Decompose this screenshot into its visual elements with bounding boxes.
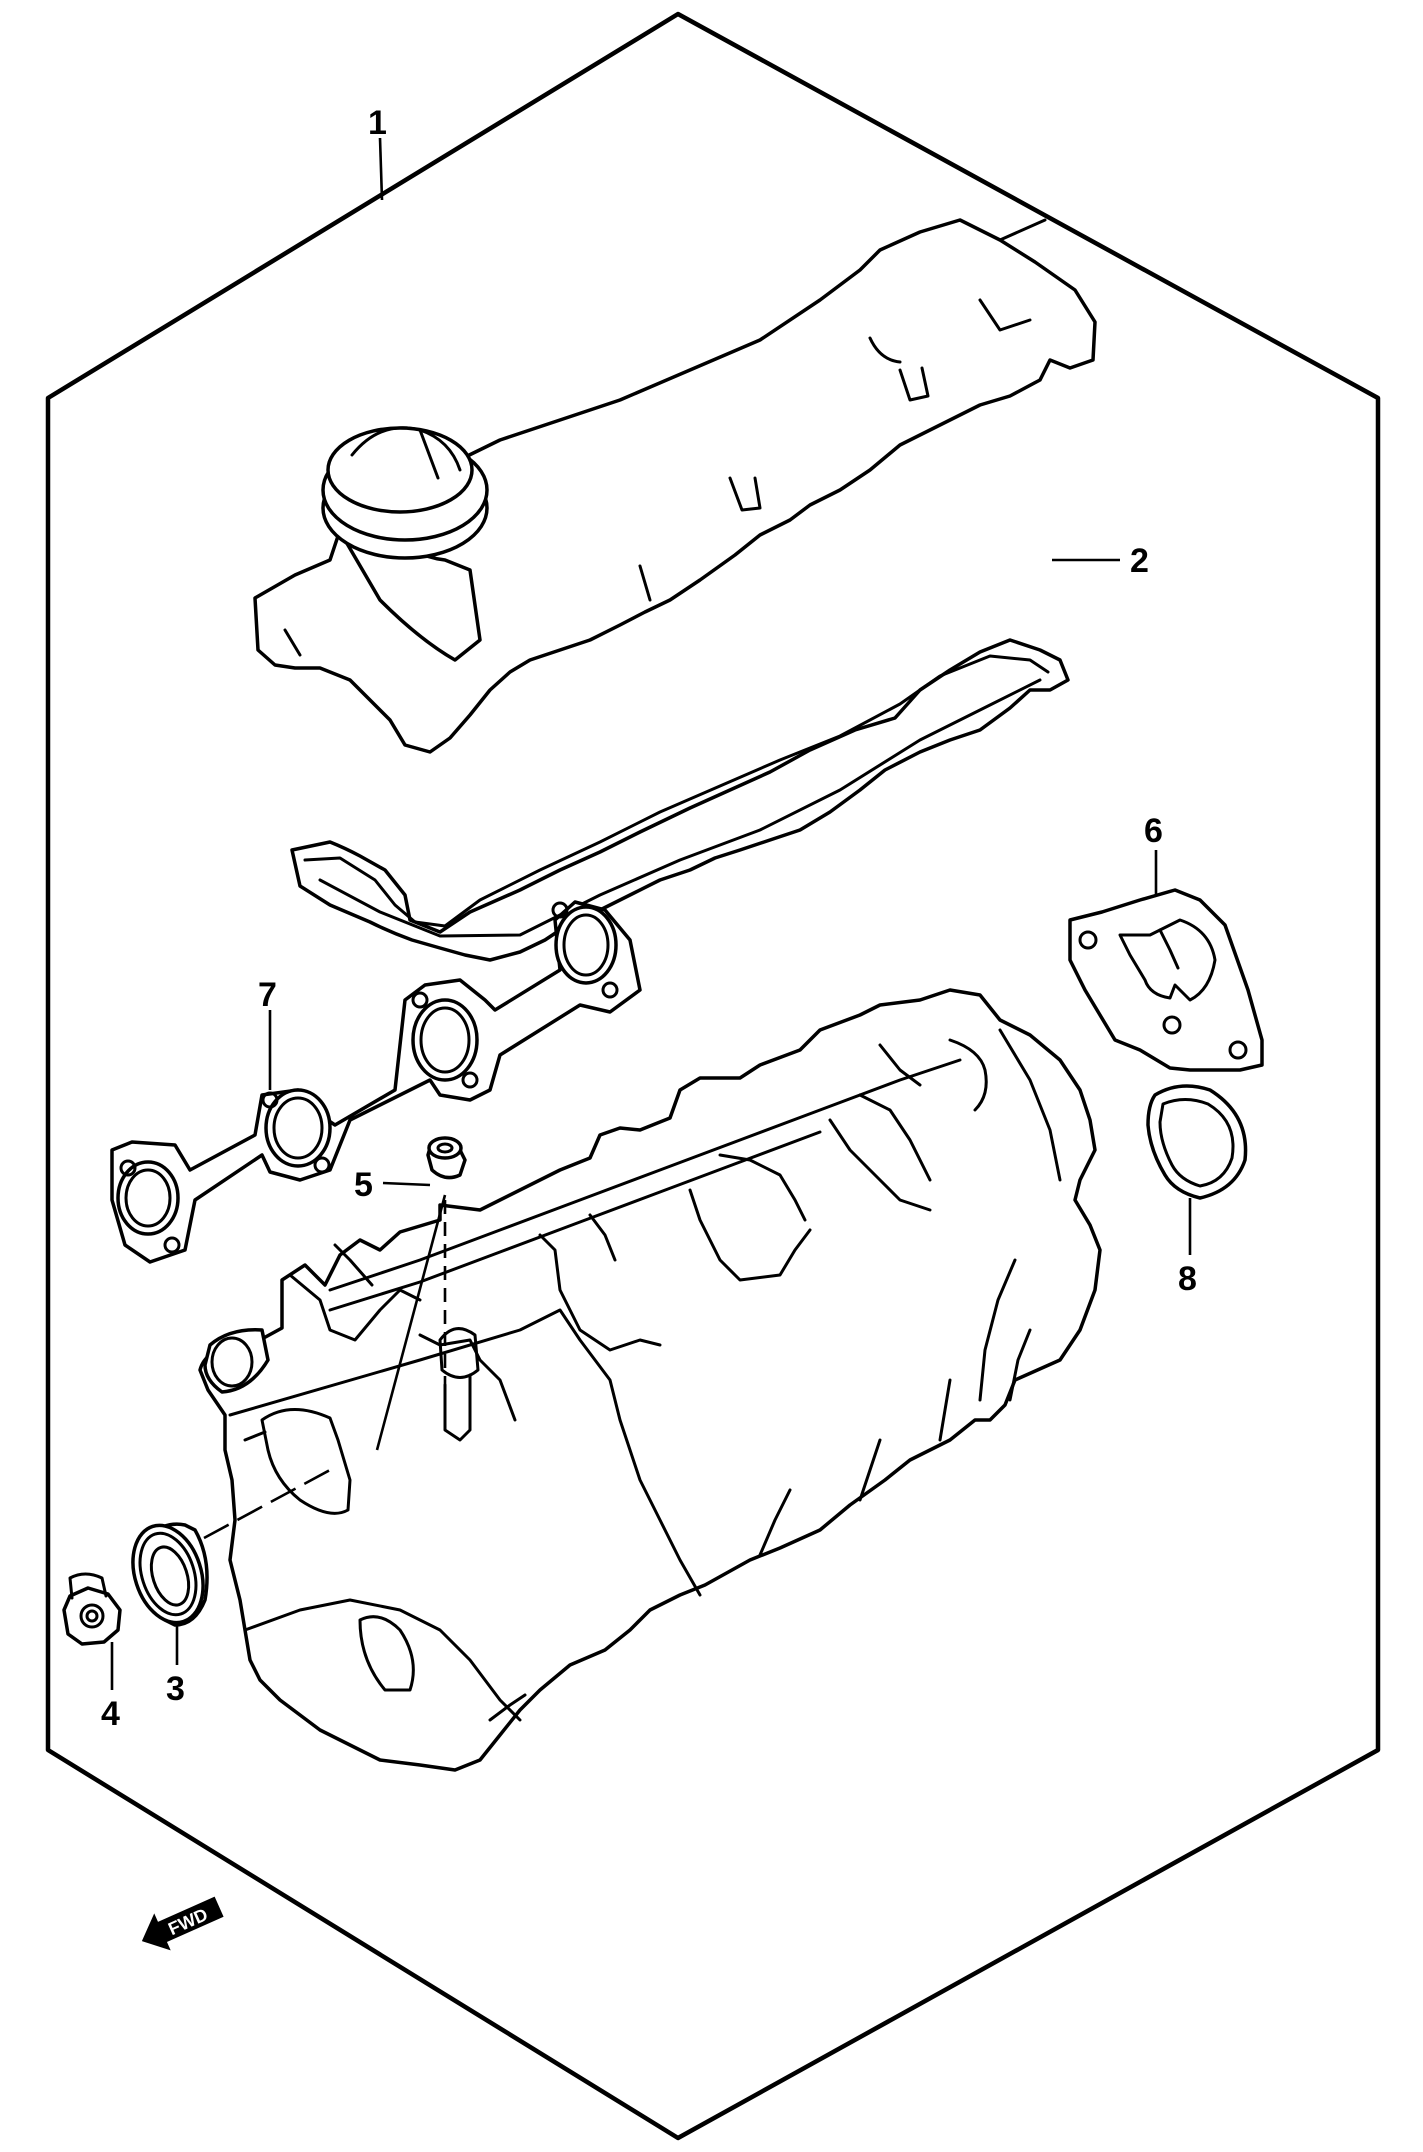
callout-8: 8 <box>1178 1198 1197 1298</box>
kit-boundary <box>45 11 1381 2141</box>
callout-4-label: 4 <box>101 1695 120 1733</box>
callout-3-label: 3 <box>166 1670 185 1708</box>
callout-5: 5 <box>354 1166 431 1204</box>
callout-7: 7 <box>258 976 277 1090</box>
o-ring <box>1146 1084 1248 1200</box>
callout-3: 3 <box>166 1624 185 1708</box>
callout-7-label: 7 <box>258 976 277 1014</box>
callout-1-label: 1 <box>368 104 387 142</box>
callout-5-label: 5 <box>354 1166 373 1204</box>
callout-4: 4 <box>101 1642 120 1733</box>
flange-nut <box>62 1572 122 1646</box>
callout-1: 1 <box>368 104 387 201</box>
callout-2-label: 2 <box>1130 542 1149 580</box>
valve-stem-seal <box>426 1136 467 1180</box>
cylinder-head <box>198 988 1102 1772</box>
exhaust-manifold-gasket <box>110 900 642 1264</box>
callout-6: 6 <box>1144 812 1163 895</box>
camshaft-oil-seal <box>131 1522 209 1627</box>
flange-gasket <box>1068 888 1264 1072</box>
callout-6-label: 6 <box>1144 812 1163 850</box>
assembly-lines <box>203 1194 447 1540</box>
callout-8-label: 8 <box>1178 1260 1197 1298</box>
fwd-arrow-badge: FWD <box>141 1896 224 1951</box>
cylinder-head-cover <box>253 218 1097 754</box>
head-cover-gasket <box>290 638 1070 962</box>
callout-2: 2 <box>1052 542 1149 580</box>
